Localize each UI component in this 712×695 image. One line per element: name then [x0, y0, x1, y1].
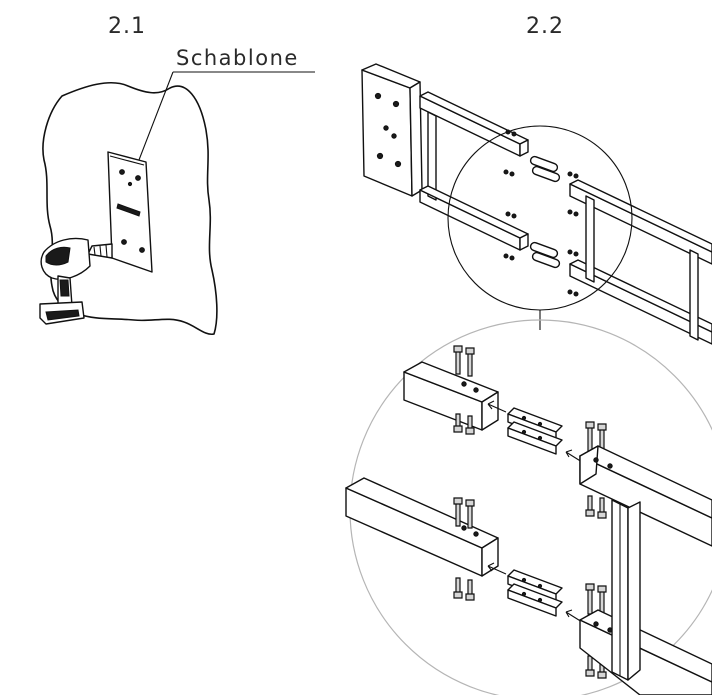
right-frame-upper-bar-top	[569, 179, 712, 253]
connector-plate	[529, 241, 559, 259]
tube-hole	[461, 525, 467, 531]
tube-hole	[593, 457, 599, 463]
screw-icon	[567, 249, 573, 255]
screw-icon	[585, 495, 595, 517]
tube-hole	[461, 381, 467, 387]
left-frame-upright	[427, 111, 437, 201]
connector-plate	[531, 165, 561, 183]
tube-hole	[473, 387, 479, 393]
template-logo-mark	[116, 203, 141, 217]
screw-icon	[585, 421, 595, 453]
template-hole	[139, 247, 145, 253]
screw-icon	[453, 497, 463, 527]
drill-battery-band	[45, 309, 80, 321]
screw-icon	[453, 577, 463, 599]
template-hole	[135, 175, 141, 181]
plate-hole	[537, 435, 543, 441]
screw-icon	[597, 497, 607, 519]
tube-hole	[607, 463, 613, 469]
right-frame-upright-far	[689, 249, 699, 341]
screw-icon	[503, 253, 509, 259]
plate-hole	[537, 597, 543, 603]
bracket-hole	[391, 133, 397, 139]
left-lower-tube-end	[481, 537, 499, 577]
screw-icon	[505, 211, 511, 217]
tube-hole	[593, 621, 599, 627]
bracket-hole	[376, 152, 384, 160]
arrow-left-icon	[487, 400, 507, 413]
screw-icon	[465, 499, 475, 529]
drill-motor-housing	[45, 246, 71, 266]
drill-chuck-ribs	[93, 244, 108, 258]
left-frame-upper-bar-end	[519, 139, 529, 157]
screw-icon	[465, 347, 475, 377]
screw-icon	[567, 289, 573, 295]
plate-hole	[537, 583, 543, 589]
step-number-2-2: 2.2	[526, 14, 564, 39]
screw-icon	[585, 655, 595, 677]
screw-icon	[465, 415, 475, 435]
screw-icon	[509, 255, 515, 261]
template-label: Schablone	[176, 46, 299, 70]
screw-icon	[453, 413, 463, 433]
connector-plate	[529, 155, 559, 173]
screw-icon	[573, 291, 579, 297]
right-frame-lower-bar-top	[569, 259, 712, 333]
screw-icon	[509, 171, 515, 177]
drill-grip	[59, 279, 70, 297]
right-upper-tube-end	[579, 445, 599, 485]
plate-hole	[521, 577, 527, 583]
wall-bracket-plate	[361, 69, 413, 197]
right-frame-upright-side	[627, 501, 641, 681]
step-2-1-illustration	[39, 71, 315, 336]
screw-icon	[567, 209, 573, 215]
cordless-drill-icon	[39, 237, 113, 325]
detail-connector-plates	[507, 407, 563, 617]
plate-hole	[521, 415, 527, 421]
step-2-2-detail	[345, 319, 712, 695]
bracket-hole	[392, 100, 400, 108]
screw-icon	[511, 131, 517, 137]
plate-hole	[537, 421, 543, 427]
screw-icon	[453, 345, 463, 375]
screw-icon	[573, 251, 579, 257]
screw-icon	[573, 173, 579, 179]
bracket-hole	[394, 160, 402, 168]
template-hole	[121, 239, 127, 245]
bracket-hole	[374, 92, 382, 100]
screw-icon	[511, 213, 517, 219]
screw-icon	[503, 169, 509, 175]
bracket-hole	[383, 125, 389, 131]
step-2-2-overview	[361, 63, 712, 345]
screw-icon	[465, 579, 475, 601]
plate-hole	[521, 591, 527, 597]
left-frame-lower-bar-end	[519, 233, 529, 251]
connector-plate	[531, 251, 561, 269]
right-frame-upright	[585, 195, 595, 283]
screw-icon	[567, 171, 573, 177]
arrow-left-icon	[487, 562, 507, 575]
wall-outline	[42, 82, 218, 336]
tube-hole	[473, 531, 479, 537]
screw-icon	[585, 583, 595, 615]
plate-hole	[521, 429, 527, 435]
left-frame-lower-bar-top	[419, 185, 529, 239]
step-number-2-1: 2.1	[108, 14, 146, 39]
connector-plate-pair	[529, 155, 561, 269]
template-hole	[119, 169, 125, 175]
screw-icon	[573, 211, 579, 217]
template-plate-edge	[109, 155, 145, 166]
template-hole	[127, 181, 133, 187]
screw-group	[503, 129, 579, 297]
